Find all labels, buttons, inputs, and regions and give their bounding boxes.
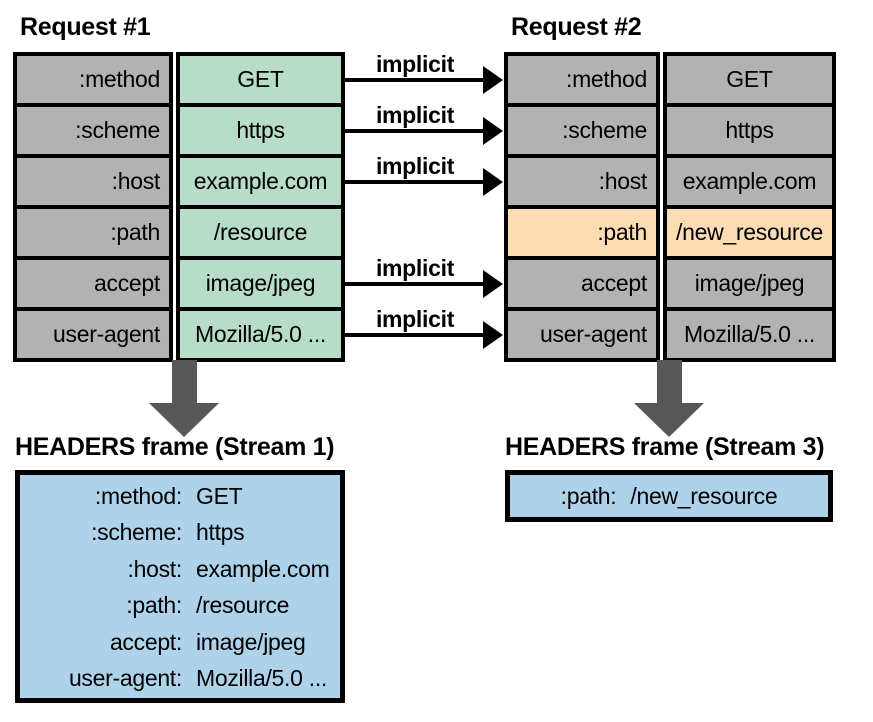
request2-title: Request #2 <box>511 13 642 41</box>
frame-header-line: :path: /resource <box>20 588 340 625</box>
header-value-cell: image/jpeg <box>663 256 836 311</box>
implicit-arrow: implicit <box>345 152 503 196</box>
header-name-cell: user-agent <box>504 307 660 362</box>
frame-header-name: user-agent: <box>68 665 182 692</box>
frame-header-value: https <box>196 519 245 546</box>
implicit-arrow-line <box>345 179 485 184</box>
frame-header-line: accept: image/jpeg <box>20 624 340 661</box>
implicit-arrow-line <box>345 332 485 337</box>
frame-header-name: :method: <box>94 482 182 509</box>
header-name-cell: :scheme <box>13 103 173 158</box>
implicit-arrow-label: implicit <box>375 101 455 128</box>
header-value-cell: /new_resource <box>663 205 836 260</box>
frame-header-value: /resource <box>196 592 290 619</box>
headers-frame2-title: HEADERS frame (Stream 3) <box>505 433 825 461</box>
frame-header-name: :scheme: <box>91 519 182 546</box>
header-value-cell: image/jpeg <box>176 256 345 311</box>
frame-header-line: :path: /new_resource <box>561 483 778 510</box>
header-name-cell: user-agent <box>13 307 173 362</box>
implicit-arrow-label: implicit <box>375 305 455 332</box>
header-row: :path/resource <box>13 205 345 260</box>
frame-header-value: GET <box>196 482 243 509</box>
header-name-cell: :host <box>13 154 173 209</box>
frame-header-line: :method: GET <box>20 478 340 515</box>
header-name-cell: :scheme <box>504 103 660 158</box>
frame-header-name: :path: <box>126 592 182 619</box>
header-name-cell: :method <box>13 52 173 107</box>
implicit-arrow: implicit <box>345 305 503 349</box>
request1-title: Request #1 <box>20 13 151 41</box>
implicit-arrow-line <box>345 128 485 133</box>
down-arrow-shaft-left <box>172 360 197 403</box>
implicit-arrow: implicit <box>345 101 503 145</box>
frame-header-name: :host: <box>127 555 183 582</box>
implicit-arrow-head <box>483 269 503 298</box>
frame-header-value: /new_resource <box>630 482 778 509</box>
header-name-cell: accept <box>13 256 173 311</box>
header-value-cell: /resource <box>176 205 345 260</box>
header-value-cell: https <box>176 103 345 158</box>
header-value-cell: Mozilla/5.0 ... <box>176 307 345 362</box>
down-arrow-head-right <box>634 403 704 437</box>
header-value-cell: Mozilla/5.0 ... <box>663 307 836 362</box>
header-value-cell: example.com <box>176 154 345 209</box>
implicit-arrow: implicit <box>345 50 503 94</box>
header-value-cell: GET <box>663 52 836 107</box>
down-arrow-shaft-right <box>657 360 682 403</box>
frame-header-line: :host: example.com <box>20 551 340 588</box>
header-name-cell: :host <box>504 154 660 209</box>
header-name-cell: :path <box>504 205 660 260</box>
implicit-arrow: implicit <box>345 254 503 298</box>
implicit-arrow-head <box>483 320 503 349</box>
headers-frame2-box: :path: /new_resource <box>505 470 833 522</box>
frame-header-line: :scheme: https <box>20 515 340 552</box>
implicit-arrow-line <box>345 281 485 286</box>
header-row: :path/new_resource <box>504 205 836 260</box>
header-name-cell: :method <box>504 52 660 107</box>
header-value-cell: https <box>663 103 836 158</box>
implicit-arrow-label: implicit <box>375 50 455 77</box>
implicit-arrow-head <box>483 167 503 196</box>
headers-frame1-title: HEADERS frame (Stream 1) <box>15 433 335 461</box>
implicit-arrow-head <box>483 116 503 145</box>
frame-header-name: :path: <box>560 482 617 509</box>
implicit-arrow-label: implicit <box>375 152 455 179</box>
header-name-cell: accept <box>504 256 660 311</box>
implicit-arrow-label: implicit <box>375 254 455 281</box>
header-value-cell: GET <box>176 52 345 107</box>
header-name-cell: :path <box>13 205 173 260</box>
headers-frame1-box: :method: GET :scheme: https :host: example.co… <box>15 470 345 703</box>
frame-header-line: user-agent: Mozilla/5.0 ... <box>20 661 340 698</box>
implicit-arrow-head <box>483 65 503 94</box>
implicit-arrow-line <box>345 77 485 82</box>
frame-header-value: image/jpeg <box>196 628 306 655</box>
frame-header-value: Mozilla/5.0 ... <box>196 665 327 692</box>
frame-header-value: example.com <box>196 555 330 582</box>
frame-header-name: accept: <box>109 628 182 655</box>
down-arrow-head-left <box>149 403 219 437</box>
header-value-cell: example.com <box>663 154 836 209</box>
